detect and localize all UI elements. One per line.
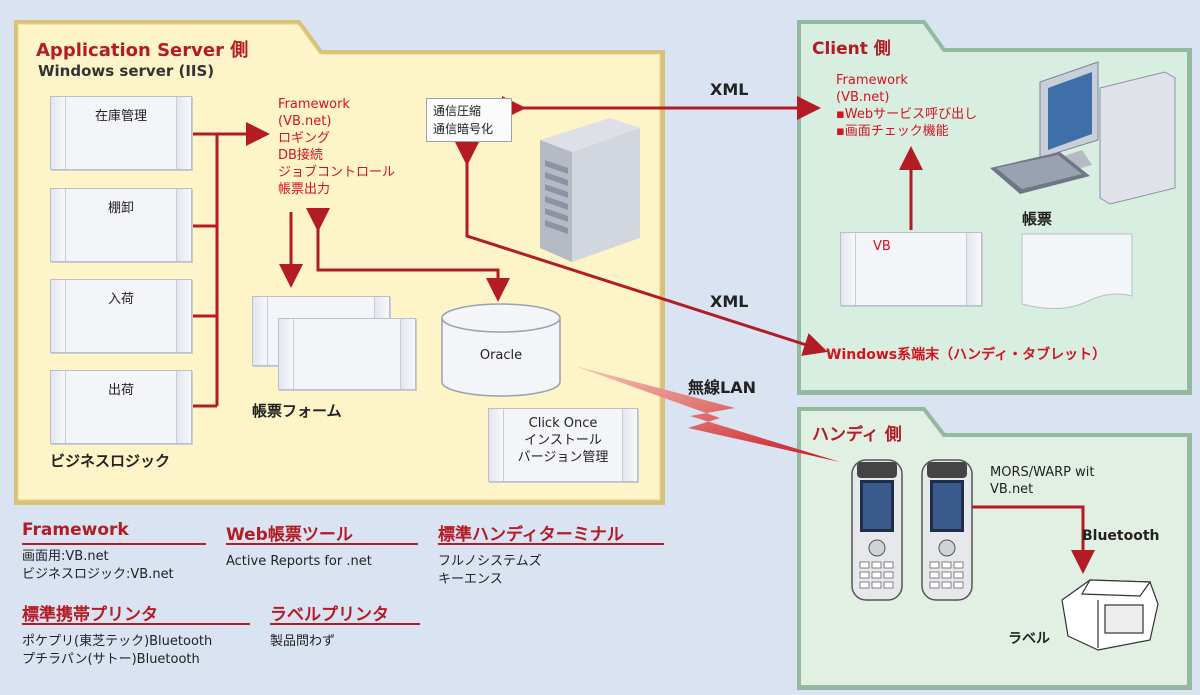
- client-vb-doc: VB: [840, 232, 982, 306]
- business-logic-doc: 入荷: [50, 279, 192, 353]
- business-logic-doc: 棚卸: [50, 188, 192, 262]
- windows-terminal-label: Windows系端末（ハンディ・タブレット）: [826, 347, 1107, 363]
- oracle-database: [441, 303, 561, 397]
- arrow-bluetooth: [972, 505, 1095, 574]
- oracle-label: Oracle: [479, 348, 523, 363]
- app-server-title: Application Server 側: [36, 40, 249, 61]
- desktop-pc-icon: [990, 61, 1176, 205]
- client-title: Client 側: [812, 39, 891, 59]
- handy-terminal-icon: [851, 459, 903, 601]
- app-server-subtitle: Windows server (IIS): [38, 62, 215, 80]
- wireless-lan-bolt: [575, 366, 840, 462]
- server-tower-icon: [540, 118, 640, 262]
- mors-warp-label: MORS/WARP wit VB.net: [990, 465, 1095, 497]
- report-form-doc: [278, 318, 416, 390]
- business-logic-connector: [192, 122, 270, 408]
- server-framework-list: Framework (VB.net) ロギング DB接続 ジョブコントロール 帳…: [278, 97, 396, 197]
- legend-web-report: Web帳票ツール Active Reports for .net: [226, 525, 372, 569]
- label-printer-label: ラベル: [1008, 631, 1050, 647]
- business-logic-doc: 在庫管理: [50, 96, 192, 170]
- report-forms-label: 帳票フォーム: [252, 402, 342, 420]
- legend-framework: Framework 画面用:VB.net ビジネスロジック:VB.net: [22, 520, 174, 582]
- business-logic-doc: 出荷: [50, 370, 192, 444]
- business-logic-label: ビジネスロジック: [50, 452, 171, 470]
- legend-label-printer: ラベルプリンタ 製品問わず: [270, 605, 389, 649]
- arrow-xml-terminal: [455, 142, 828, 356]
- handy-title: ハンディ 側: [812, 425, 902, 445]
- legend-handy-terminal: 標準ハンディターミナル フルノシステムズ キーエンス: [438, 525, 624, 587]
- label-printer-icon: [1061, 579, 1159, 651]
- handy-terminal-icon: [921, 459, 973, 601]
- xml-label-top: XML: [710, 80, 749, 99]
- bluetooth-label: Bluetooth: [1082, 528, 1160, 544]
- client-report-label: 帳票: [1022, 210, 1053, 228]
- wireless-lan-label: 無線LAN: [688, 378, 756, 397]
- comm-compression-box: 通信圧縮 通信暗号化: [426, 98, 512, 142]
- report-page-icon: [1021, 233, 1133, 310]
- client-framework-list: Framework (VB.net) ▪Webサービス呼び出し ▪画面チェック機…: [836, 73, 978, 139]
- legend-portable-printer: 標準携帯プリンタ ポケプリ(東芝テック)Bluetooth プチラパン(サトー)…: [22, 605, 213, 667]
- xml-label-mid: XML: [710, 292, 749, 311]
- clickonce-doc: Click Once インストール バージョン管理: [488, 408, 638, 482]
